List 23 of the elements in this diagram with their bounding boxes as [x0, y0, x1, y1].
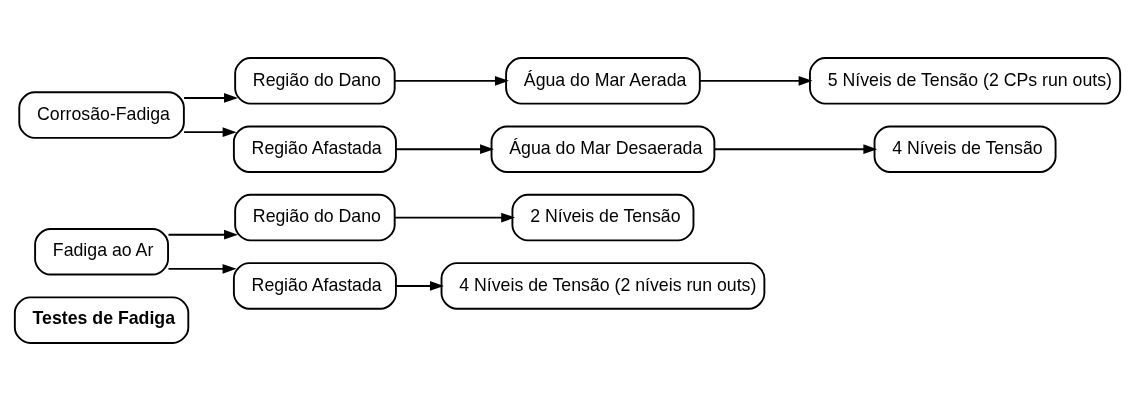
node-box: Água do Mar Aerada [505, 56, 701, 105]
arrow [699, 75, 813, 86]
node-box: Fadiga ao Ar [34, 227, 169, 275]
arrow [183, 126, 237, 137]
node-box: Água do Mar Desaerada [490, 125, 716, 173]
node-box: 4 Níveis de Tensão [873, 125, 1057, 173]
arrow [167, 229, 239, 240]
node-box: Região Afastada [232, 125, 397, 173]
node-box: 4 Níveis de Tensão (2 níveis run outs) [440, 261, 766, 310]
node-box: 5 Níveis de Tensão (2 CPs run outs) [809, 56, 1122, 105]
arrow [713, 143, 878, 154]
arrow [183, 92, 238, 103]
arrow [393, 212, 516, 222]
arrow [167, 263, 237, 274]
node-box: Região do Dano [234, 56, 396, 105]
arrow [395, 143, 494, 154]
arrow [393, 75, 509, 86]
node-box: Região do Dano [234, 193, 396, 241]
node-box: 2 Níveis de Tensão [511, 193, 695, 241]
node-box: Testes de Fadiga [13, 295, 190, 344]
node-box: Corrosão-Fadiga [18, 90, 185, 139]
node-box: Região Afastada [232, 261, 397, 310]
arrow [395, 280, 444, 291]
